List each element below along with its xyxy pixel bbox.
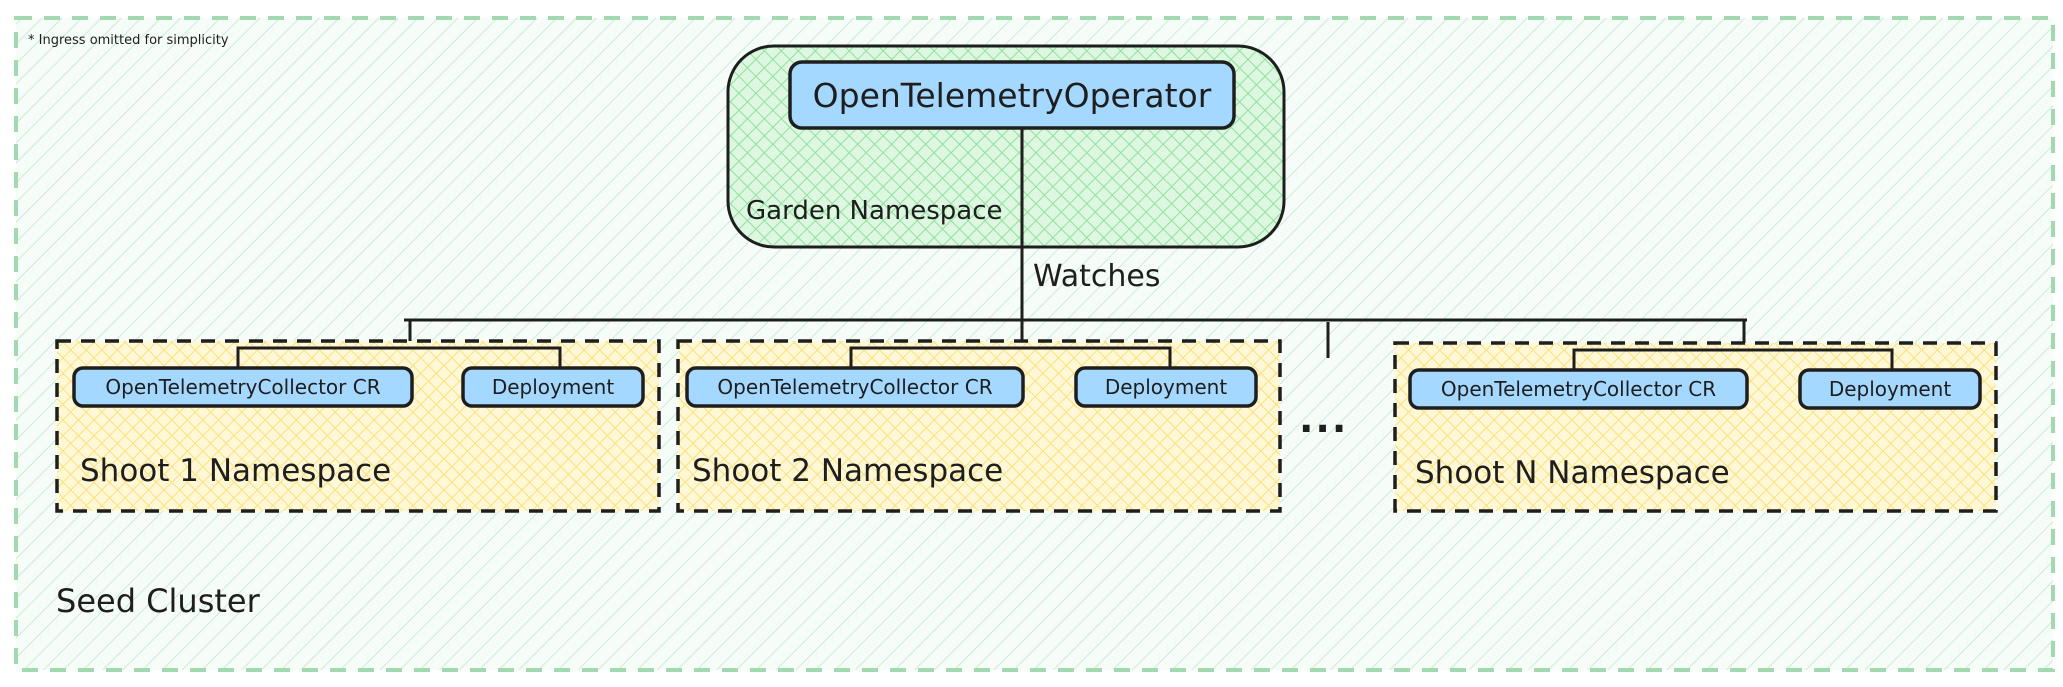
footnote: * Ingress omitted for simplicity bbox=[28, 33, 229, 48]
shoot-1-collector-label: OpenTelemetryCollector CR bbox=[105, 375, 381, 399]
shoot-n-collector-box bbox=[1408, 368, 1749, 410]
shoot-2-deployment-box bbox=[1074, 366, 1258, 408]
shoot-1-bracket bbox=[236, 346, 562, 368]
shoot-2-collector-box bbox=[685, 366, 1025, 408]
shoot-2-namespace-label: Shoot 2 Namespace bbox=[692, 453, 1004, 489]
shoot-n-bracket bbox=[1572, 348, 1894, 372]
ellipsis: ... bbox=[1299, 397, 1349, 441]
shoot-1-deployment-box bbox=[461, 366, 645, 408]
shoot-1-collector-box bbox=[72, 366, 414, 408]
shoot-n-deployment-box bbox=[1798, 368, 1982, 410]
shoot-1-deployment-label: Deployment bbox=[491, 375, 615, 399]
operator-box bbox=[788, 60, 1236, 130]
shoot-1-namespace-label: Shoot 1 Namespace bbox=[80, 453, 392, 489]
garden-namespace-label: Garden Namespace bbox=[746, 196, 1003, 226]
watches-connector bbox=[404, 128, 1747, 358]
shoot-2-bracket bbox=[849, 346, 1172, 368]
shoot-n-deployment-label: Deployment bbox=[1828, 377, 1952, 401]
operator-label: OpenTelemetryOperator bbox=[812, 75, 1212, 115]
shoot-2-deployment-label: Deployment bbox=[1104, 375, 1228, 399]
watches-label: Watches bbox=[1033, 259, 1161, 294]
seed-cluster-label: Seed Cluster bbox=[56, 582, 260, 620]
shoot-n-collector-label: OpenTelemetryCollector CR bbox=[1440, 377, 1717, 401]
shoot-2-collector-label: OpenTelemetryCollector CR bbox=[717, 375, 993, 399]
shoot-n-namespace-label: Shoot N Namespace bbox=[1415, 455, 1730, 491]
